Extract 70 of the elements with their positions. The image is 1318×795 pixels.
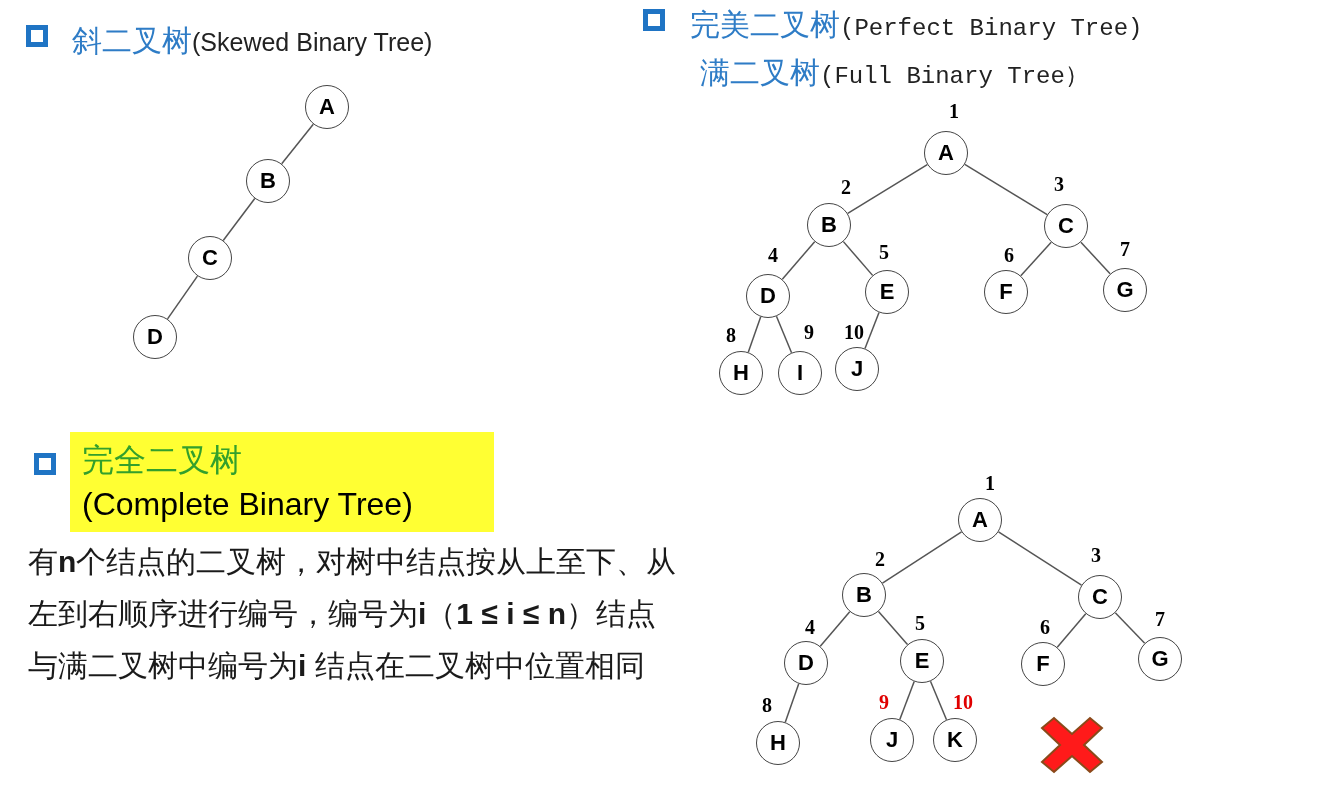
tree-edge: [1080, 241, 1111, 275]
tree-edge: [877, 610, 909, 646]
tree-edge: [842, 240, 874, 277]
heading-text: 满二叉树: [700, 55, 820, 91]
heading-text: 完全二叉树: [82, 441, 242, 480]
heading-text: 斜二叉树: [72, 23, 192, 59]
node-letter: H: [770, 732, 786, 754]
node-number: 6: [1003, 245, 1015, 265]
node-letter: K: [947, 729, 963, 751]
node-letter: H: [733, 362, 749, 384]
tree-edge: [847, 163, 928, 215]
node-letter: C: [202, 247, 218, 269]
node-number: 3: [1053, 174, 1065, 194]
node-letter: D: [760, 285, 776, 307]
tree-edge: [781, 240, 816, 281]
node-number: 9: [803, 322, 815, 342]
node-number: 8: [725, 325, 737, 345]
node-letter: A: [972, 509, 988, 531]
tree-edge: [1056, 613, 1087, 648]
node-letter: A: [938, 142, 954, 164]
tree-edge: [784, 683, 800, 723]
heading-text: (Skewed Binary Tree): [192, 27, 433, 58]
node-letter: A: [319, 96, 335, 118]
node-number: 4: [804, 617, 816, 637]
tree-edge: [819, 611, 851, 647]
node-letter: G: [1151, 648, 1169, 670]
node-number: 8: [761, 695, 773, 715]
node-letter: E: [914, 650, 930, 672]
tree-edge: [1020, 241, 1052, 277]
tree-edge: [997, 531, 1083, 586]
node-letter: B: [821, 214, 837, 236]
heading-text: (Perfect Binary Tree): [840, 14, 1143, 44]
node-number: 4: [767, 245, 779, 265]
node-letter: C: [1058, 215, 1074, 237]
node-number: 1: [948, 101, 960, 121]
node-letter: B: [856, 584, 872, 606]
node-number: 2: [874, 549, 886, 569]
tree-edge: [881, 531, 963, 584]
node-number: 7: [1119, 239, 1131, 259]
node-letter: D: [147, 326, 163, 348]
heading-text: (Full Binary Tree）: [820, 62, 1089, 92]
node-number: 5: [914, 613, 926, 633]
node-letter: J: [850, 358, 864, 380]
node-letter: B: [260, 170, 276, 192]
node-letter: D: [798, 652, 814, 674]
tree-edge: [1114, 612, 1146, 644]
node-letter: C: [1092, 586, 1108, 608]
node-number: 6: [1039, 617, 1051, 637]
node-letter: E: [879, 281, 895, 303]
definition-paragraph: 有n个结点的二叉树，对树中结点按从上至下、从左到右顺序进行编号，编号为i（1 ≤ i ≤ n）结点与满二叉树中编号为i 结点在二叉树中位置相同: [28, 544, 678, 684]
tree-edge: [280, 123, 315, 165]
node-number: 7: [1154, 609, 1166, 629]
node-number: 3: [1090, 545, 1102, 565]
node-letter: F: [999, 281, 1013, 303]
tree-edge: [747, 316, 762, 353]
heading-text: 完美二叉树: [690, 7, 840, 43]
node-number: 10: [952, 692, 974, 712]
tree-edge: [166, 275, 199, 320]
tree-edge: [222, 197, 256, 242]
node-letter: I: [796, 362, 804, 384]
node-letter: G: [1116, 279, 1134, 301]
node-number: 5: [878, 242, 890, 262]
node-letter: J: [885, 729, 899, 751]
node-number: 9: [878, 692, 890, 712]
node-number: 1: [984, 473, 996, 493]
heading-text: (Complete Binary Tree): [82, 485, 413, 524]
node-number: 2: [840, 177, 852, 197]
node-number: 10: [843, 322, 865, 342]
node-letter: F: [1036, 653, 1050, 675]
tree-edge: [964, 163, 1048, 216]
